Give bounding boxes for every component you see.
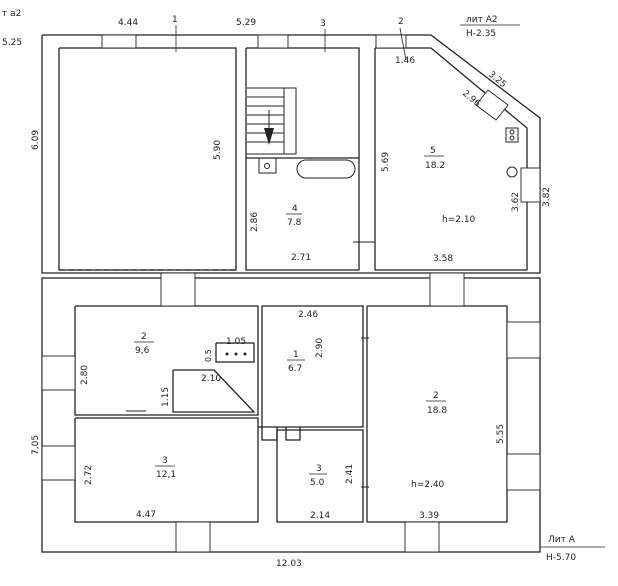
room-5-dim-5-69: 5.69 (381, 152, 391, 172)
room-5-number: 5 (430, 146, 436, 156)
room-upper-left-dim-height: 5.90 (213, 140, 223, 160)
room-2a-area: 9,6 (135, 346, 150, 356)
room-1-area: 6.7 (288, 364, 302, 374)
room-3a-area: 12,1 (156, 470, 176, 480)
room-4-dim-2-86: 2.86 (250, 212, 260, 232)
window-mark-2: 2 (398, 17, 404, 27)
liter-a2-title: лит А2 (466, 15, 498, 25)
lower-block-walls (41, 277, 541, 553)
room-2a-dim-1-05: 1.05 (226, 337, 246, 347)
room-2a-dim-2-10: 2.10 (201, 374, 221, 384)
liter-a2-left-title: т а2 (2, 9, 21, 19)
room-1-dim-2-46: 2.46 (298, 310, 318, 320)
room-4-number: 4 (292, 204, 298, 214)
room-3b-number: 3 (316, 464, 322, 474)
bathtub-icon (296, 159, 356, 179)
liter-a2-left-height: 5.25 (2, 38, 22, 48)
room-3a-dim-2-72: 2.72 (84, 465, 94, 485)
room-2b-number: 2 (433, 391, 439, 401)
dim-top-4-44: 4.44 (118, 18, 138, 28)
room-2b-area: 18.8 (427, 406, 447, 416)
stair-arrow-icon (264, 128, 274, 145)
dim-top-5-29: 5.29 (236, 18, 256, 28)
sink-icon (258, 157, 277, 174)
room-1-dim-2-90: 2.90 (315, 338, 325, 358)
boiler-icon (506, 166, 518, 178)
dim-top-1-46: 1.46 (395, 56, 415, 66)
room-5-height: h=2.10 (442, 215, 476, 225)
room-2b-dim-5-55: 5.55 (496, 424, 506, 444)
room-3b-dim-2-14: 2.14 (310, 511, 330, 521)
room-3b-area: 5.0 (310, 478, 325, 488)
liter-a-height: H-5.70 (546, 553, 576, 563)
room-2a-number: 2 (141, 332, 147, 342)
window-mark-1: 1 (172, 15, 178, 25)
liter-a-title: Лит А (548, 535, 576, 545)
outer-dim-7-05: 7,05 (31, 435, 41, 455)
room-3a-dim-4-47: 4.47 (136, 510, 156, 520)
outer-dim-12-03: 12.03 (276, 559, 302, 569)
room-3a-number: 3 (162, 456, 168, 466)
dim-diag-3-25: 3.25 (486, 70, 508, 91)
room-3b-dim-2-41: 2.41 (345, 464, 355, 484)
wardrobe-dots (225, 352, 247, 356)
room-2a-dim-1-15: 1.15 (161, 387, 171, 407)
window-marks-lower (41, 272, 541, 553)
room-5-dim-3-62: 3.62 (511, 192, 521, 212)
room-2b-dim-3-39: 3.39 (419, 511, 439, 521)
room-5-area: 18.2 (425, 161, 445, 171)
liter-a2-height: H-2.35 (466, 29, 496, 39)
room-2a-dim-0-5: 0.5 (204, 349, 213, 362)
room-2a-dim-2-80: 2.80 (80, 365, 90, 385)
room-2b-height: h=2.40 (411, 480, 445, 490)
window-mark-lines (175, 25, 407, 61)
window-mark-3: 3 (320, 19, 326, 29)
room-5-dim-3-82: 3.82 (542, 187, 552, 207)
room-5-dim-3-58: 3.58 (433, 254, 453, 264)
room-1-number: 1 (293, 350, 299, 360)
room-4-area: 7.8 (287, 218, 302, 228)
stair (247, 87, 297, 155)
door-ticks (126, 241, 375, 488)
outer-dim-6-09: 6.09 (31, 130, 41, 150)
window-marks-upper (101, 34, 541, 203)
room-4-dim-2-71: 2.71 (291, 253, 311, 263)
stove-icon (505, 127, 519, 143)
